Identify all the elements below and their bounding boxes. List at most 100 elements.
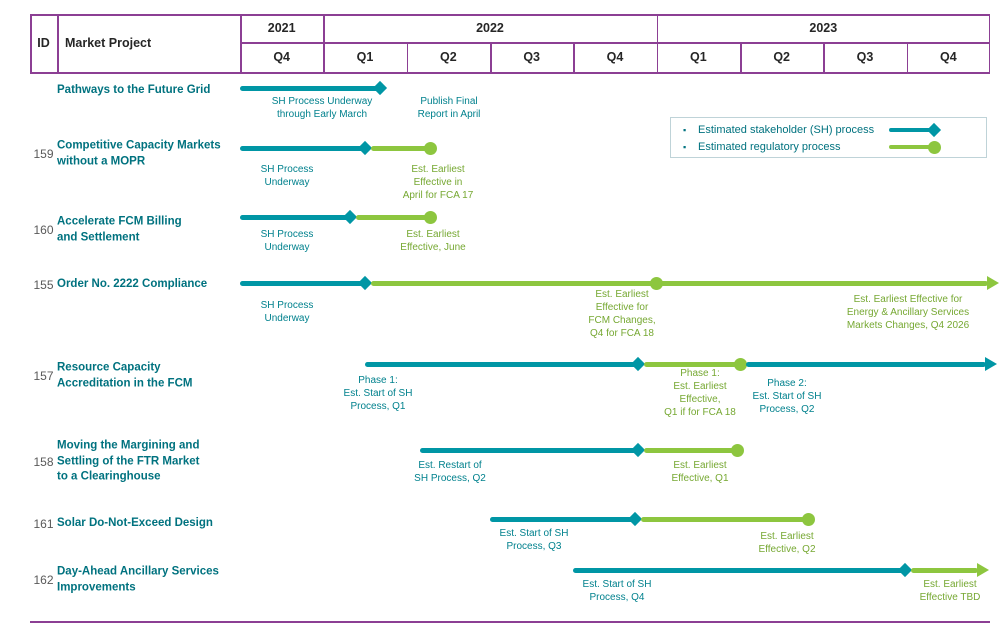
timeline-bar-sh xyxy=(746,361,986,367)
project-id: 162 xyxy=(33,573,54,587)
bar-label: Est. Earliest Effective for Energy & Anc… xyxy=(846,294,970,331)
timeline-bar-reg xyxy=(911,567,978,573)
regulatory-milestone-circle-icon xyxy=(733,357,747,371)
regulatory-milestone-circle-icon xyxy=(423,141,437,155)
timeline-bar-reg xyxy=(356,214,430,220)
legend-sample-line-reg xyxy=(889,145,934,149)
project-id: 157 xyxy=(33,369,54,383)
project-id: 159 xyxy=(33,147,54,161)
bar-label: Est. Earliest Effective in April for FCA… xyxy=(402,164,474,201)
bar-label: Phase 1: Est. Earliest Effective, Q1 if … xyxy=(664,368,736,418)
quarter-header-2023-Q2: Q2 xyxy=(773,50,790,64)
legend-label: Estimated regulatory process xyxy=(698,141,841,153)
grid-vline-8 xyxy=(573,42,575,74)
project-title: Accelerate FCM Billing and Settlement xyxy=(57,215,182,243)
quarter-header-2023-Q3: Q3 xyxy=(856,50,874,64)
grid-vline-7 xyxy=(490,42,492,74)
timeline-bar-sh xyxy=(420,447,638,453)
legend-sample-line-sh xyxy=(889,128,934,132)
grid-vline-10 xyxy=(823,42,825,74)
timeline-bar-sh xyxy=(240,145,365,151)
regulatory-milestone-circle-icon xyxy=(731,443,744,457)
bar-label: Est. Earliest Effective TBD xyxy=(919,579,981,603)
quarter-header-2022-Q2: Q2 xyxy=(439,50,457,64)
grid-hline-2 xyxy=(30,72,990,74)
id-column-header: ID xyxy=(37,36,50,50)
timeline-bar-sh xyxy=(240,85,380,91)
stakeholder-milestone-diamond-icon xyxy=(372,80,388,96)
project-id: 160 xyxy=(33,223,54,237)
legend: ▪ Estimated stakeholder (SH) process ▪ Esti… xyxy=(670,117,987,158)
project-id: 161 xyxy=(33,517,54,531)
grid-vline-9 xyxy=(740,42,742,74)
bar-label: SH Process Underway xyxy=(260,164,314,188)
grid-vline-1 xyxy=(57,14,59,74)
grid-vline-11 xyxy=(906,42,909,74)
timeline-bar-reg xyxy=(371,145,430,151)
timeline-bar-sh xyxy=(240,280,365,286)
stakeholder-milestone-diamond-icon xyxy=(357,140,373,156)
project-title: Competitive Capacity Markets without a M… xyxy=(57,139,221,167)
project-title: Day-Ahead Ancillary Services Improvement… xyxy=(57,565,219,593)
bar-label: Est. Earliest Effective for FCM Changes,… xyxy=(588,289,656,339)
grid-vline-2 xyxy=(240,14,242,74)
timeline-bar-sh xyxy=(240,214,350,220)
grid-vline-6 xyxy=(406,42,409,74)
project-column-header: Market Project xyxy=(65,36,152,50)
legend-diamond-icon xyxy=(926,122,942,138)
bar-label: Est. Earliest Effective, Q2 xyxy=(758,531,816,555)
stakeholder-milestone-diamond-icon xyxy=(627,511,643,527)
grid-hline-3 xyxy=(30,621,990,623)
grid-vline-3 xyxy=(323,14,325,74)
bar-label: Est. Restart of SH Process, Q2 xyxy=(414,460,486,484)
timeline-bar-reg xyxy=(371,280,988,286)
project-title: Solar Do-Not-Exceed Design xyxy=(57,517,213,530)
bar-label: Est. Earliest Effective, Q1 xyxy=(671,460,729,484)
year-header-2023: 2023 xyxy=(809,21,838,35)
regulatory-milestone-circle-icon xyxy=(801,512,815,526)
bar-label: SH Process Underway through Early March xyxy=(271,96,373,120)
bar-label: Phase 2: Est. Start of SH Process, Q2 xyxy=(752,378,822,415)
timeline-bar-sh xyxy=(490,516,635,522)
stakeholder-milestone-diamond-icon xyxy=(630,442,645,458)
quarter-header-2022-Q4: Q4 xyxy=(606,50,624,64)
year-header-2022: 2022 xyxy=(476,21,504,35)
project-id: 158 xyxy=(33,455,54,469)
bar-label: Publish Final Report in April xyxy=(417,96,481,120)
bar-label: Phase 1: Est. Start of SH Process, Q1 xyxy=(343,375,413,412)
legend-bullet-icon: ▪ xyxy=(683,125,687,135)
project-title: Resource Capacity Accreditation in the F… xyxy=(57,361,193,389)
grid-vline-0 xyxy=(30,14,32,74)
grid-hline-0 xyxy=(30,14,990,16)
project-title: Pathways to the Future Grid xyxy=(57,84,211,97)
bar-label: Est. Earliest Effective, June xyxy=(400,229,466,253)
regulatory-milestone-circle-icon xyxy=(423,210,437,224)
quarter-header-2023-Q4: Q4 xyxy=(939,50,957,64)
timeline-bar-sh xyxy=(573,567,905,573)
project-id: 155 xyxy=(33,278,54,292)
timeline-bar-reg xyxy=(643,361,740,367)
quarter-header-2022-Q1: Q1 xyxy=(356,50,374,64)
quarter-header-2021-Q4: Q4 xyxy=(273,50,290,64)
bar-label: SH Process Underway xyxy=(260,229,314,253)
bar-label: SH Process Underway xyxy=(260,300,314,324)
quarter-header-2022-Q3: Q3 xyxy=(523,50,540,64)
timeline-bar-reg xyxy=(643,447,738,453)
timeline-arrow-icon xyxy=(976,563,989,577)
quarter-header-2023-Q1: Q1 xyxy=(689,50,707,64)
timeline-bar-reg xyxy=(641,516,809,522)
grid-vline-5 xyxy=(988,14,990,74)
grid-vline-4 xyxy=(656,14,659,74)
project-title: Order No. 2222 Compliance xyxy=(57,278,208,291)
year-header-2021: 2021 xyxy=(267,21,296,35)
grid-hline-1 xyxy=(240,42,990,44)
legend-label: Estimated stakeholder (SH) process xyxy=(698,124,875,136)
timeline-arrow-icon xyxy=(984,357,997,371)
legend-circle-icon xyxy=(928,140,941,154)
stakeholder-milestone-diamond-icon xyxy=(342,209,358,225)
bar-label: Est. Start of SH Process, Q3 xyxy=(499,528,569,552)
legend-bullet-icon: ▪ xyxy=(683,142,687,152)
stakeholder-milestone-diamond-icon xyxy=(357,275,373,291)
regulatory-milestone-circle-icon xyxy=(650,276,664,290)
